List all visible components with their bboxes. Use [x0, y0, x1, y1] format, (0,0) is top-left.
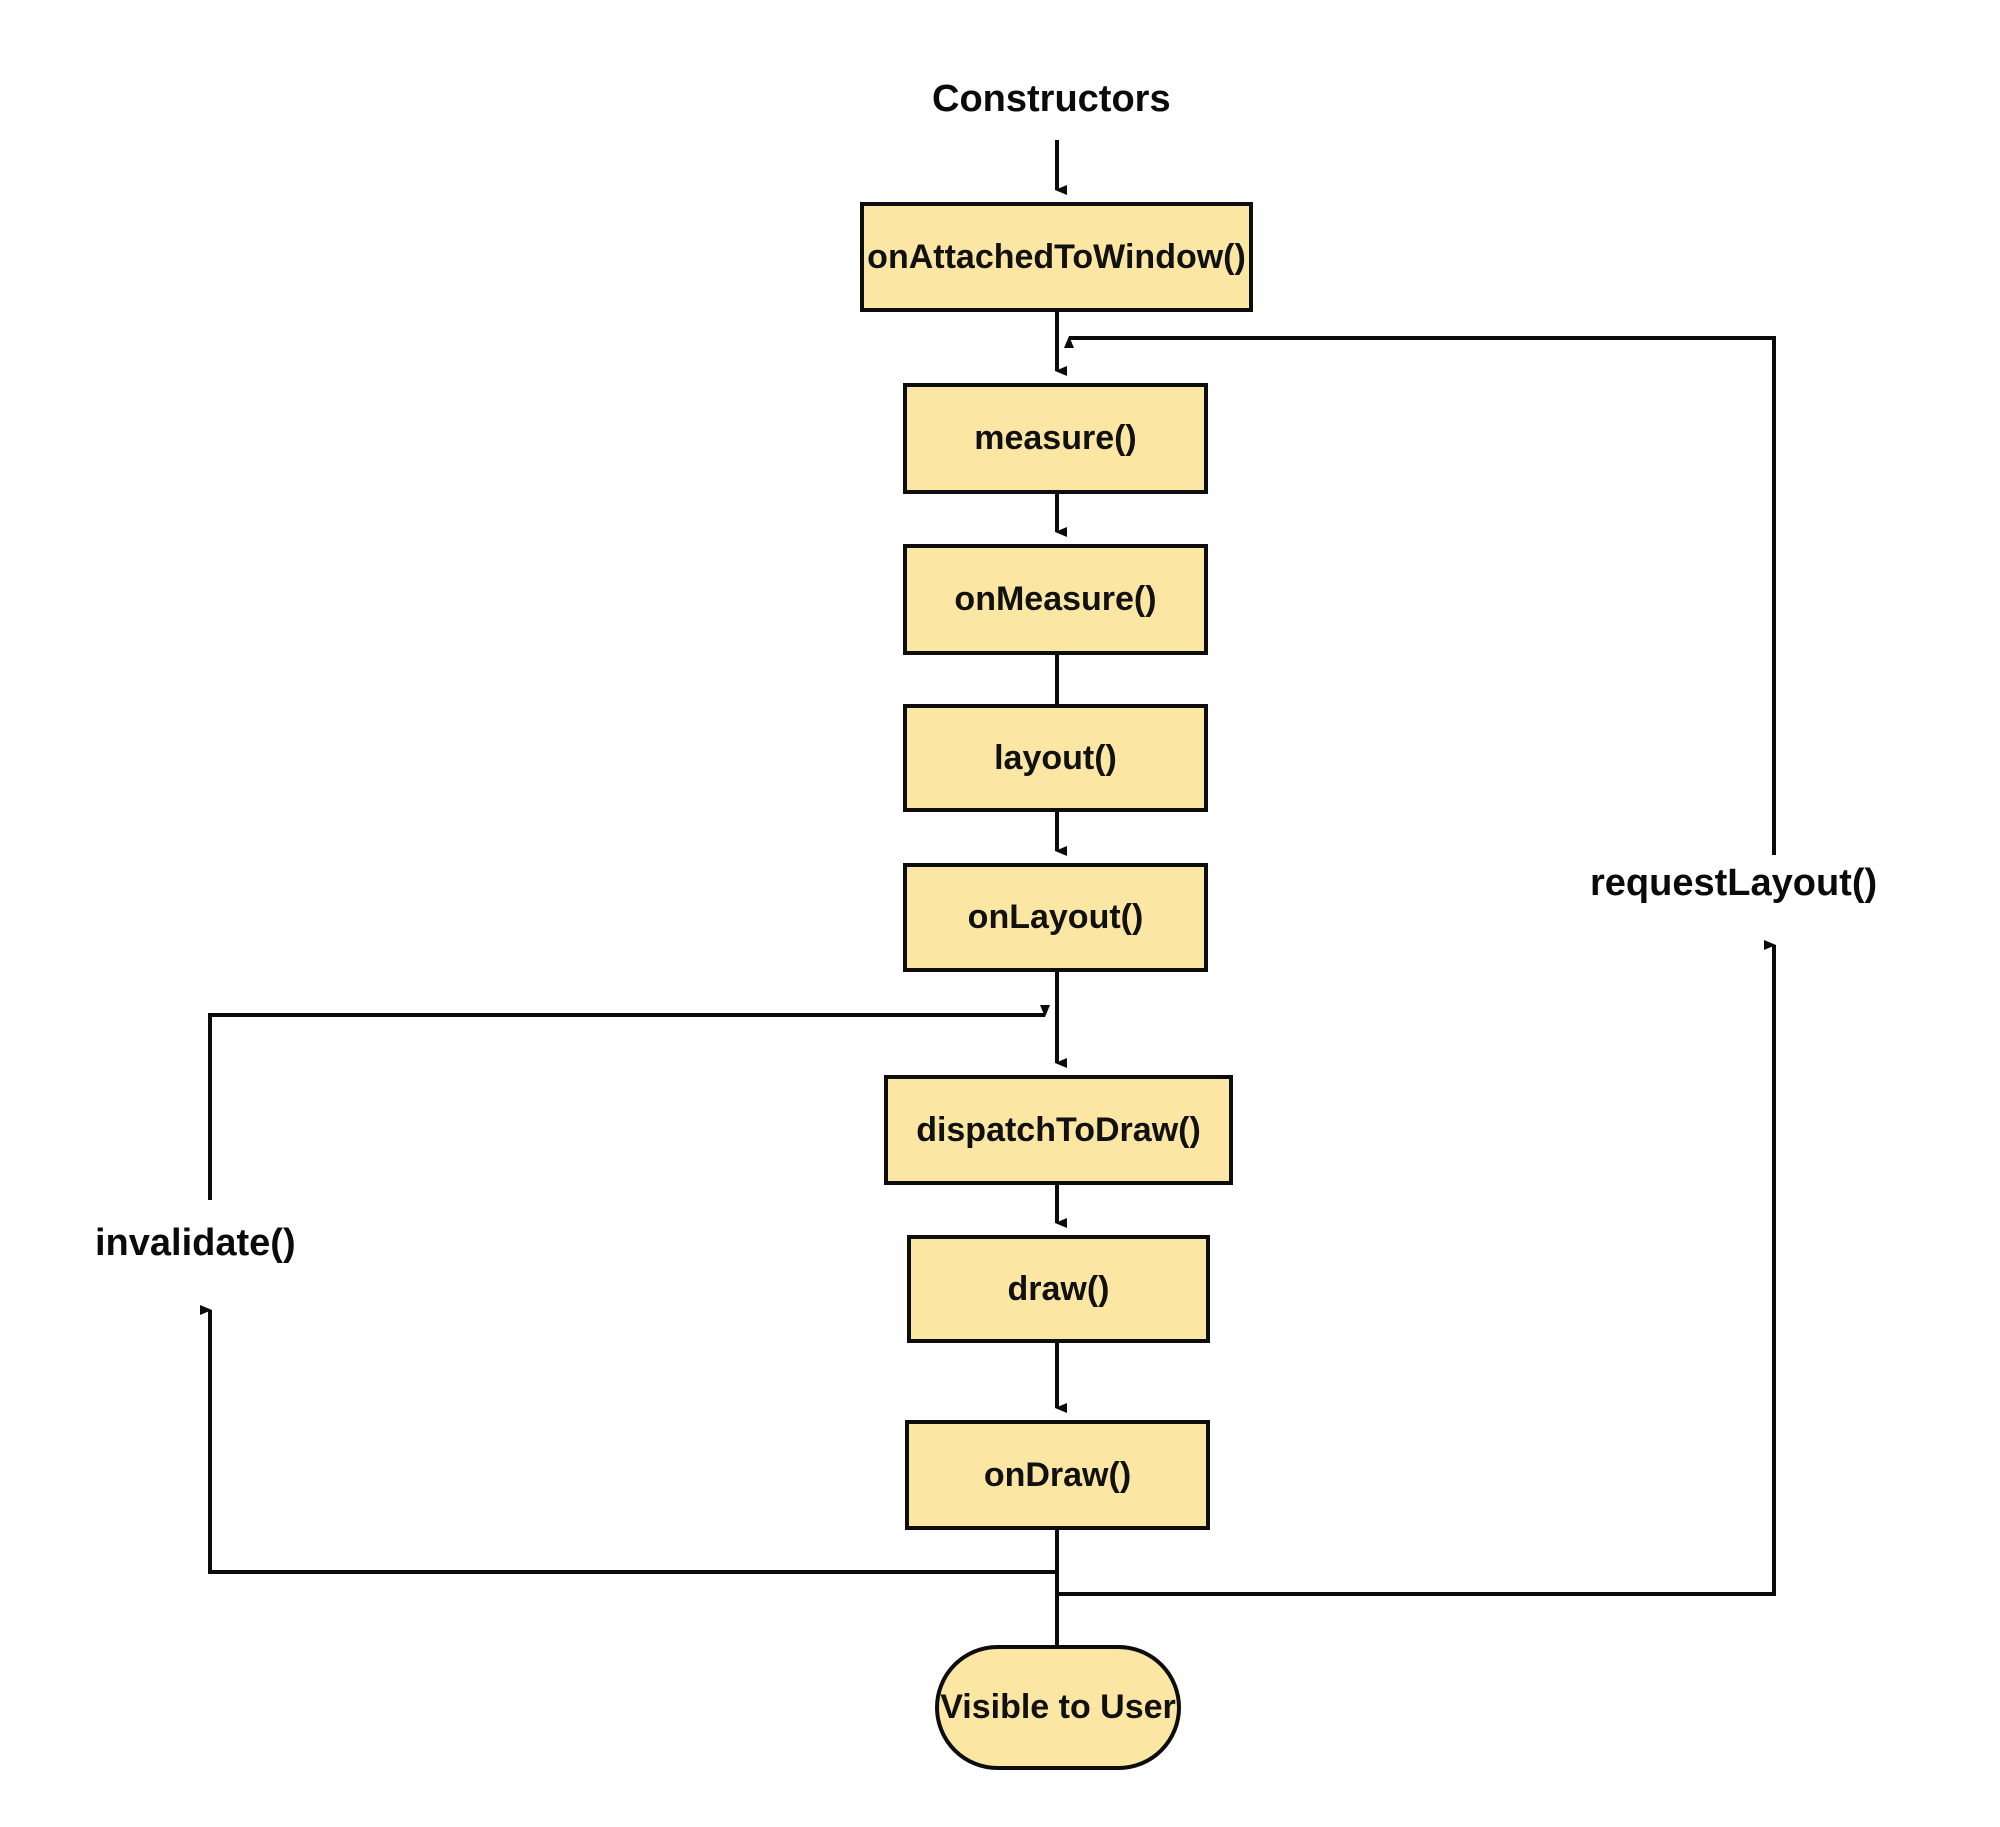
- edge-label-invalidate: invalidate(): [85, 1222, 306, 1265]
- node-draw[interactable]: draw(): [907, 1235, 1210, 1343]
- node-dispatchtodraw[interactable]: dispatchToDraw(): [884, 1075, 1233, 1185]
- edge-invalidate-loop-lower: [200, 1305, 1057, 1574]
- node-visible-to-user[interactable]: Visible to User: [935, 1645, 1181, 1770]
- edge-invalidate-loop-upper: [208, 1005, 1050, 1200]
- node-layout[interactable]: layout(): [903, 704, 1208, 812]
- node-ondraw[interactable]: onDraw(): [905, 1420, 1210, 1530]
- node-onmeasure[interactable]: onMeasure(): [903, 544, 1208, 655]
- edge-label-requestlayout: requestLayout(): [1580, 862, 1888, 905]
- edge-requestlayout-loop-lower: [1057, 940, 1776, 1596]
- node-onattachedtowindow[interactable]: onAttachedToWindow(): [860, 202, 1253, 312]
- node-measure[interactable]: measure(): [903, 383, 1208, 494]
- edge-requestlayout-loop-upper: [1064, 336, 1776, 855]
- flow-label-constructors: Constructors: [932, 78, 1171, 120]
- node-onlayout[interactable]: onLayout(): [903, 863, 1208, 972]
